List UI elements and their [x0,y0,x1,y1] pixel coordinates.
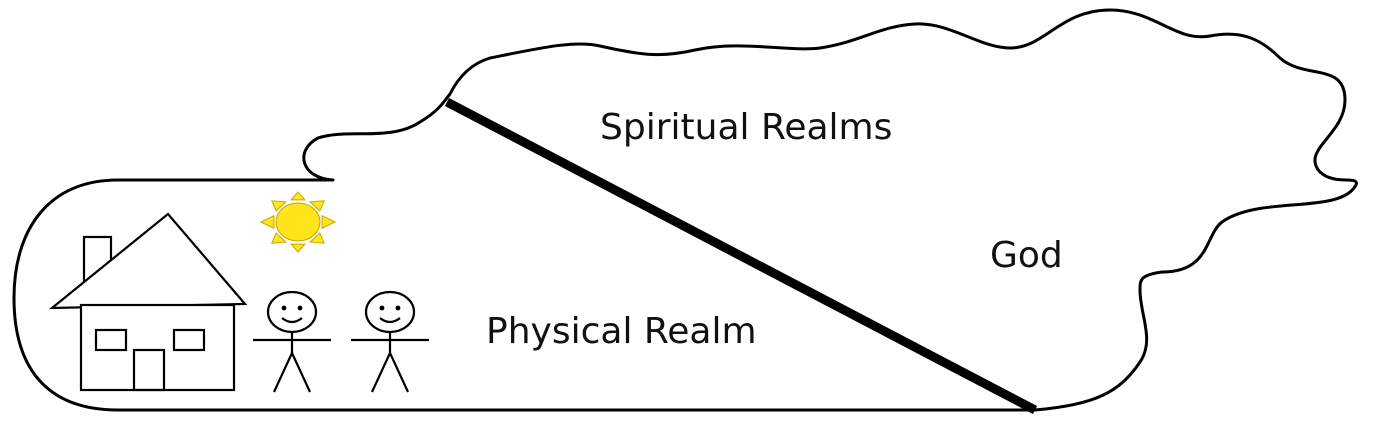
label-physical-realm: Physical Realm [486,311,757,352]
realm-divider-line [444,98,1038,414]
house-door [132,348,166,392]
person-eye [281,305,287,311]
stick-figure-icon [253,290,331,393]
label-spiritual-realms: Spiritual Realms [600,107,892,148]
label-god: God [990,235,1063,276]
person-eye [395,305,401,311]
sun-ray [289,191,307,201]
sun-ray [321,214,337,230]
person-smile [281,317,303,324]
person-smile [379,317,401,324]
person-eye [379,305,385,311]
person-leg-left [371,352,391,393]
house-roof [48,212,248,310]
sun-ray [308,232,325,244]
person-eye [297,305,303,311]
sun-ray [259,214,275,230]
stick-figure-icon [351,290,429,393]
house-body [79,303,236,392]
house-icon [48,212,248,392]
sun-ray [308,200,325,212]
person-head [364,290,416,334]
sun-disc [275,202,321,242]
person-leg-left [273,352,293,393]
realm-outline [12,8,1358,412]
person-leg-right [291,352,311,393]
house-window-right [172,328,206,352]
sun-icon [259,191,337,253]
sun-ray [271,232,288,244]
house-window-left [94,328,128,352]
sun-ray [289,243,307,253]
sun-ray [271,200,288,212]
person-leg-right [389,352,409,393]
person-head [266,290,318,334]
